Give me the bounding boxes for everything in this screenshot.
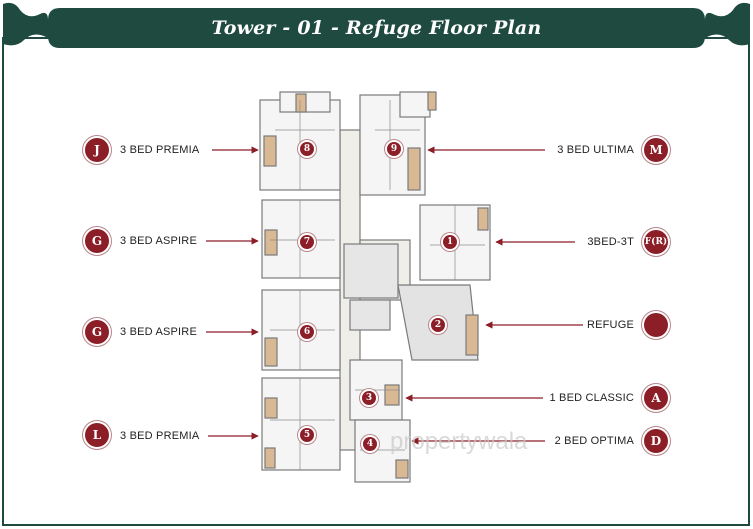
unit-label: REFUGE xyxy=(586,319,634,331)
type-badge-a: A xyxy=(644,386,668,410)
unit-marker: 2 xyxy=(431,318,445,332)
type-badge-g: G xyxy=(85,229,109,253)
unit-marker: 3 xyxy=(362,391,376,405)
type-badge-g: G xyxy=(85,320,109,344)
watermark: propertywala xyxy=(390,428,528,455)
type-badge-d: D xyxy=(644,429,668,453)
unit-marker: 9 xyxy=(387,142,401,156)
unit-label: 3 BED ULTIMA xyxy=(557,144,634,156)
type-badge-fr: F(R) xyxy=(644,230,668,254)
unit-label: 3 BED ASPIRE xyxy=(120,326,197,338)
type-badge-j: J xyxy=(85,138,109,162)
unit-marker: 7 xyxy=(300,235,314,249)
unit-label: 3 BED PREMIA xyxy=(120,144,200,156)
unit-label: 3BED-3T xyxy=(587,236,634,248)
page-title: Tower - 01 - Refuge Floor Plan xyxy=(211,17,542,39)
refuge-badge xyxy=(644,313,668,337)
type-badge-l: L xyxy=(85,423,109,447)
unit-marker: 6 xyxy=(300,325,314,339)
unit-label: 3 BED PREMIA xyxy=(120,430,200,442)
unit-label: 1 BED CLASSIC xyxy=(549,392,634,404)
unit-label: 3 BED ASPIRE xyxy=(120,235,197,247)
unit-label: 2 BED OPTIMA xyxy=(554,435,634,447)
type-badge-m: M xyxy=(644,138,668,162)
unit-marker: 8 xyxy=(300,142,314,156)
unit-marker: 1 xyxy=(443,235,457,249)
unit-marker: 5 xyxy=(300,428,314,442)
unit-marker: 4 xyxy=(363,437,377,451)
